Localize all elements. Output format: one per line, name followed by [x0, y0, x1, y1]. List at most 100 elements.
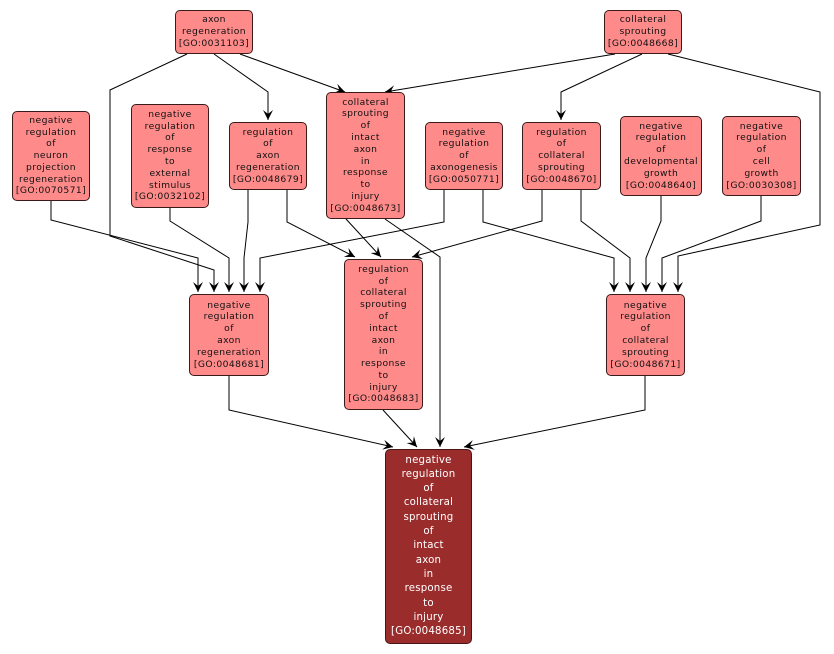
term-text-line: regulation: [401, 468, 456, 480]
term-text-line: collateral: [403, 497, 454, 509]
term-text-line: to: [164, 156, 176, 167]
edge-GO0031103-to-GO0048681: [109, 53, 219, 292]
term-text-line: sprouting: [403, 511, 454, 523]
term-text-line: to: [423, 597, 434, 609]
term-text-line: regulation: [620, 311, 671, 323]
term-text-line: negative: [623, 299, 668, 311]
edge-line: [286, 190, 356, 258]
go-id-label: [GO:0070571]: [15, 185, 87, 197]
term-text-line: axon: [202, 14, 226, 26]
edge-GO0048670-to-GO0048683: [411, 190, 543, 260]
term-text-line: axon: [217, 335, 241, 346]
go-id-label: [GO:0048679]: [232, 173, 304, 185]
term-text-line: of: [556, 138, 567, 150]
term-text-line: collateral: [538, 150, 585, 162]
term-text-line: collateral: [360, 287, 407, 299]
term-text-line: of: [459, 150, 469, 162]
term-text-line: negative: [148, 108, 192, 120]
term-text-line: negative: [207, 299, 251, 311]
term-text-line: of: [423, 483, 434, 495]
edge-line: [560, 53, 643, 120]
arrowhead-icon: [385, 85, 396, 96]
term-text-line: of: [46, 138, 56, 150]
arrowhead-icon: [641, 282, 651, 292]
edge-line: [239, 53, 346, 93]
term-text-line: regulation: [358, 263, 409, 275]
term-text-line: neuron: [33, 150, 69, 162]
edge-line: [580, 190, 631, 292]
edge-line: [213, 53, 269, 120]
edge-GO0048670-to-GO0048671: [580, 190, 635, 292]
term-text-line: regeneration: [182, 26, 246, 38]
edge-GO0031103-to-GO0048679: [213, 53, 273, 120]
arrowhead-icon: [209, 282, 219, 292]
term-text-line: stimulus: [148, 179, 192, 191]
edge-line: [384, 53, 616, 93]
edge-GO0048679-to-GO0048683: [286, 190, 356, 258]
term-text-line: of: [378, 310, 389, 322]
go-id-label: [GO:0032102]: [134, 191, 206, 203]
go-id-label: [GO:0048683]: [348, 393, 419, 405]
term-text-line: sprouting: [621, 346, 670, 358]
edge-line: [482, 190, 615, 292]
term-text-line: injury: [351, 190, 380, 202]
term-text-line: in: [423, 568, 434, 580]
term-text-line: sprouting: [341, 108, 390, 120]
term-text-line: regeneration: [19, 173, 83, 185]
go-id-label: [GO:0048668]: [607, 37, 679, 49]
edge-line: [384, 218, 441, 447]
term-text-line: of: [756, 144, 767, 156]
term-text-line: negative: [29, 114, 73, 126]
edge-line: [382, 409, 418, 448]
edge-GO0048681-to-GO0048685: [228, 376, 394, 450]
term-text-line: of: [656, 144, 666, 156]
go-id-label: [GO:0048670]: [526, 173, 597, 185]
term-text-line: of: [360, 120, 371, 132]
term-text-line: regulation: [536, 126, 587, 138]
term-text-line: response: [404, 583, 453, 595]
go-id-label: [GO:0048640]: [625, 179, 697, 191]
term-text-line: intact: [369, 322, 398, 334]
arrowhead-icon: [625, 282, 635, 292]
arrowhead-icon: [343, 247, 355, 257]
edge-GO0048673-to-GO0048685: [384, 218, 445, 447]
edge-line: [411, 190, 543, 258]
arrowhead-icon: [333, 83, 345, 94]
term-text-line: axon: [415, 554, 442, 566]
arrowhead-icon: [657, 282, 667, 292]
edge-line: [463, 376, 646, 448]
edge-GO0070571-to-GO0048681: [50, 201, 203, 292]
term-text-line: to: [378, 369, 389, 381]
term-text-line: sprouting: [619, 26, 667, 38]
arrowhead-icon: [435, 437, 445, 447]
term-text-line: axon: [353, 143, 378, 155]
arrowhead-icon: [239, 282, 249, 292]
term-text-line: response: [147, 144, 193, 156]
term-text-line: response: [343, 167, 388, 179]
term-text-line: collateral: [342, 96, 389, 108]
term-text-line: axon: [371, 334, 396, 346]
term-text-line: of: [165, 132, 175, 144]
edge-line: [243, 190, 249, 292]
arrowhead-icon: [255, 282, 265, 292]
arrowhead-icon: [370, 246, 381, 257]
go-id-label: [GO:0048681]: [193, 358, 265, 370]
go-id-label: [GO:0030308]: [726, 179, 797, 191]
term-text-line: injury: [413, 611, 444, 623]
arrowhead-icon: [193, 282, 203, 292]
edge-GO0031103-to-GO0048673: [239, 53, 346, 94]
